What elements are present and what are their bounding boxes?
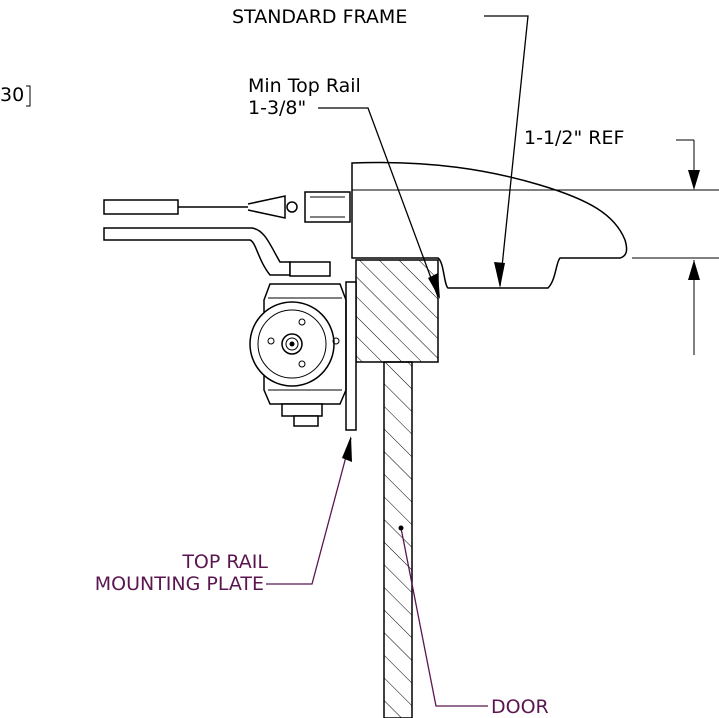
min-top-rail-label: Min Top Rail (248, 75, 361, 97)
ref-dimension-label: 1-1/2" REF (524, 127, 624, 149)
top-rail-label: TOP RAIL (181, 551, 268, 573)
top-rail-section (355, 259, 439, 363)
mounting-plate (345, 281, 357, 431)
bracket-mark (26, 85, 31, 107)
closer-arm (103, 191, 351, 277)
closer-body (249, 283, 347, 427)
cropped-bracket-label: 30 (0, 84, 24, 106)
door-section (383, 361, 413, 718)
standard-frame (351, 161, 719, 289)
min-top-rail-size-label: 1-3/8" (248, 97, 306, 119)
door-leader (398, 525, 488, 707)
mounting-plate-label: MOUNTING PLATE (95, 573, 264, 595)
door-label: DOOR (491, 696, 549, 718)
mounting-plate-leader (266, 436, 352, 585)
min-top-rail-leader (318, 107, 440, 299)
standard-frame-label: STANDARD FRAME (232, 6, 407, 28)
ref-dimension (676, 139, 700, 355)
standard-frame-leader (484, 15, 529, 288)
